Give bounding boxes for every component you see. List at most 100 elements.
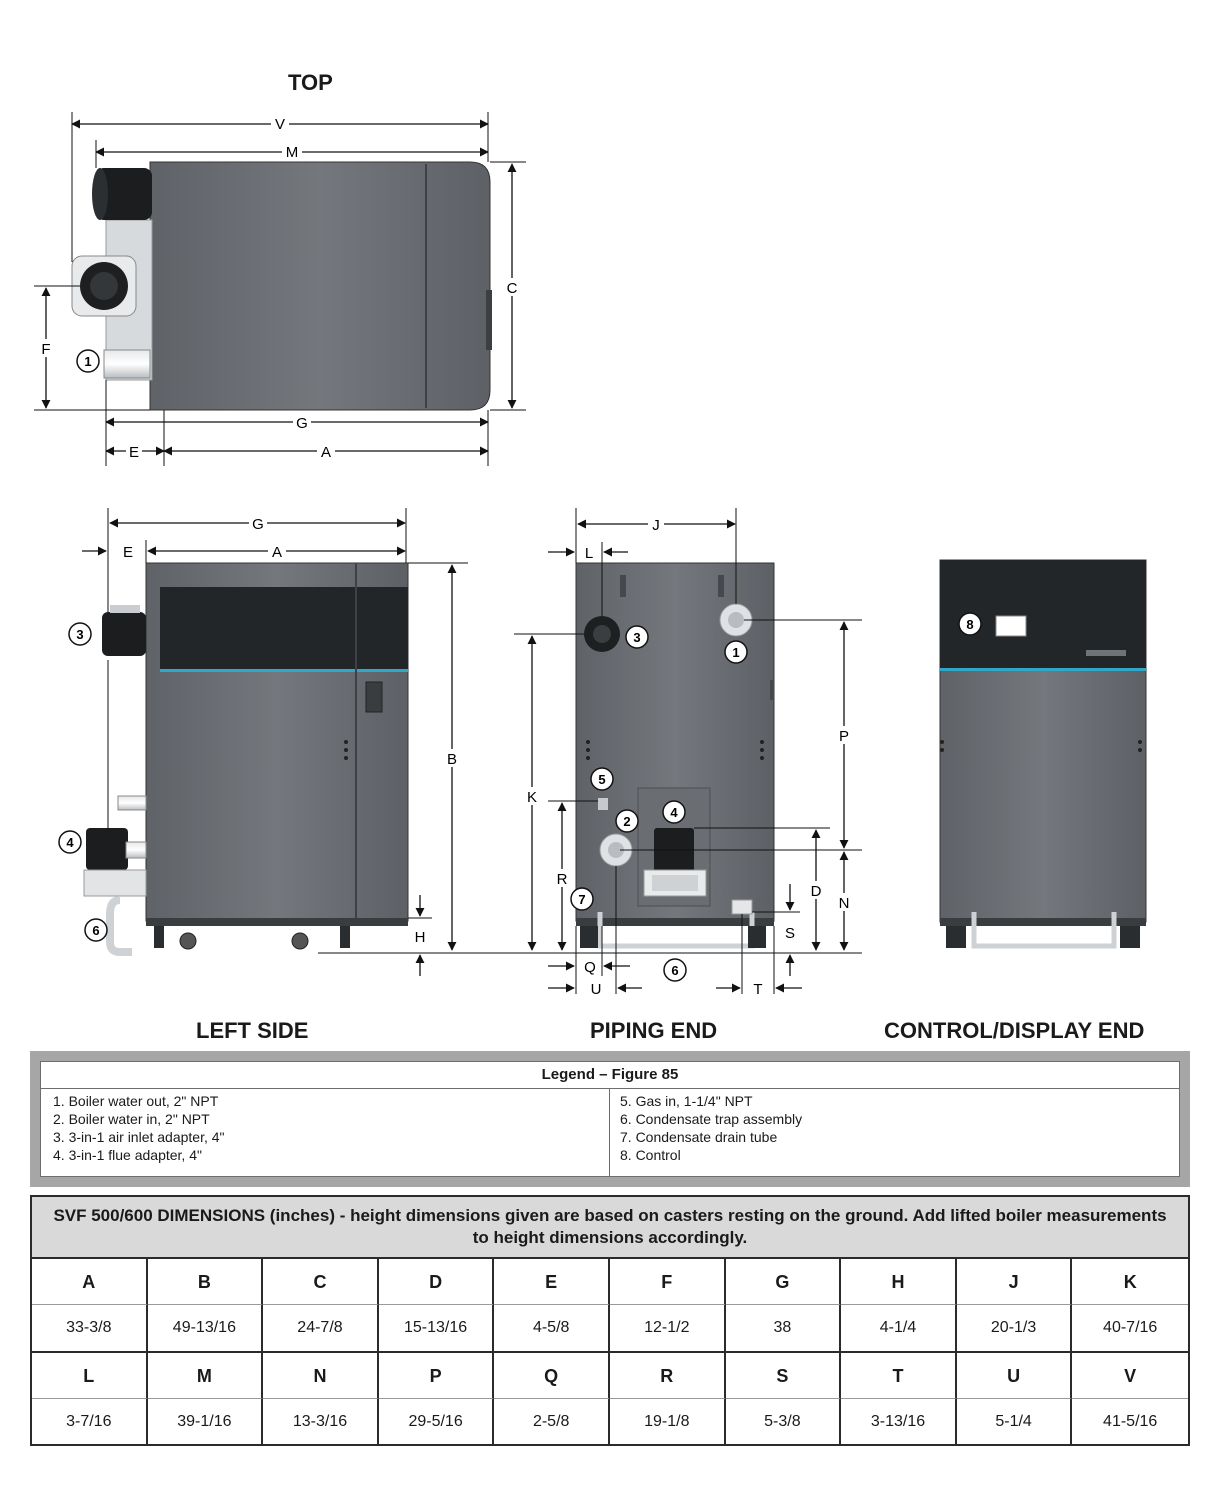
callout-6-piping xyxy=(663,958,687,982)
dim-label-a-left: A xyxy=(272,544,282,561)
legend-title: Legend – Figure 85 xyxy=(41,1062,1179,1089)
dim-value-cell: 24-7/8 xyxy=(263,1305,379,1351)
dim-value-cell: 29-5/16 xyxy=(379,1399,495,1445)
dim-label-f: F xyxy=(41,341,50,358)
dim-header-cell: B xyxy=(147,1259,264,1305)
dim-label-g-top: G xyxy=(296,415,308,432)
dimensions-table-title: SVF 500/600 DIMENSIONS (inches) - height… xyxy=(32,1197,1188,1259)
dim-header-cell: T xyxy=(841,1353,957,1399)
dim-header-cell: H xyxy=(841,1259,957,1305)
dimensions-table: SVF 500/600 DIMENSIONS (inches) - height… xyxy=(30,1195,1190,1446)
dim-value-cell: 4-5/8 xyxy=(494,1305,610,1351)
dim-label-n: N xyxy=(839,895,850,912)
dim-label-c: C xyxy=(507,280,518,297)
dim-header-cell: Q xyxy=(494,1353,610,1399)
legend-frame: Legend – Figure 85 1. Boiler water out, … xyxy=(30,1051,1190,1187)
dim-header-cell: J xyxy=(956,1259,1073,1305)
dim-value-cell: 38 xyxy=(726,1305,842,1351)
dim-label-g-left: G xyxy=(252,516,264,533)
dim-header-cell: F xyxy=(610,1259,726,1305)
dim-value-cell: 4-1/4 xyxy=(841,1305,957,1351)
callout-2-piping xyxy=(615,809,639,833)
callout-3-left xyxy=(68,622,92,646)
callout-4-left xyxy=(58,830,82,854)
dim-header-cell: S xyxy=(725,1353,842,1399)
dim-header-cell: K xyxy=(1072,1259,1188,1305)
dim-label-h: H xyxy=(415,929,426,946)
legend-item: 8. Control xyxy=(620,1147,681,1163)
dim-header-cell: U xyxy=(956,1353,1073,1399)
table-row-divider xyxy=(32,1351,1188,1353)
svg-text:4: 4 xyxy=(670,805,678,820)
dim-label-l: L xyxy=(585,545,593,562)
dim-header-cell: N xyxy=(263,1353,379,1399)
svg-text:1: 1 xyxy=(84,354,91,369)
callout-1-piping xyxy=(724,640,748,664)
svg-text:6: 6 xyxy=(671,963,678,978)
dim-label-v-top: V xyxy=(275,116,285,133)
dim-label-e-left: E xyxy=(123,544,133,561)
legend-item: 7. Condensate drain tube xyxy=(620,1129,778,1145)
dim-label-u: U xyxy=(591,981,602,998)
legend-item: 3. 3-in-1 air inlet adapter, 4" xyxy=(53,1129,225,1145)
svg-text:2: 2 xyxy=(623,814,630,829)
dim-value-cell: 49-13/16 xyxy=(148,1305,264,1351)
callout-7-piping xyxy=(570,887,594,911)
legend-item: 6. Condensate trap assembly xyxy=(620,1111,803,1127)
dim-value-cell: 40-7/16 xyxy=(1103,1319,1158,1336)
svg-text:8: 8 xyxy=(966,617,973,632)
dimensions-grid: A B C D E F G H J K 33-3/8 49-13/16 24-7… xyxy=(32,1259,1188,1445)
piping-end-view: J L K R P N D S Q U xyxy=(514,508,862,998)
svg-text:5: 5 xyxy=(598,772,605,787)
dim-value-cell: 13-3/16 xyxy=(263,1399,379,1445)
svg-text:3: 3 xyxy=(633,630,640,645)
svg-text:1: 1 xyxy=(732,645,739,660)
dim-header-cell: M xyxy=(147,1353,264,1399)
dim-label-q: Q xyxy=(584,959,596,976)
view-title-top: TOP xyxy=(288,70,333,95)
dim-label-m: M xyxy=(286,144,299,161)
dim-header-cell: C xyxy=(263,1259,379,1305)
view-title-left-side: LEFT SIDE xyxy=(196,1018,309,1043)
legend-item: 4. 3-in-1 flue adapter, 4" xyxy=(53,1147,202,1163)
dim-header-cell: P xyxy=(378,1353,495,1399)
dim-value-cell: 3-13/16 xyxy=(841,1399,957,1445)
dim-header-cell: R xyxy=(610,1353,726,1399)
dim-value-cell: 19-1/8 xyxy=(610,1399,726,1445)
legend-column-left: 1. Boiler water out, 2" NPT 2. Boiler wa… xyxy=(41,1088,610,1176)
dim-header-cell: V xyxy=(1072,1353,1188,1399)
dim-label-j: J xyxy=(652,517,660,534)
callout-5-piping xyxy=(590,767,614,791)
dim-label-k: K xyxy=(527,789,537,806)
callout-3-piping xyxy=(625,625,649,649)
dim-label-d: D xyxy=(811,883,822,900)
dim-label-p: P xyxy=(839,728,849,745)
view-title-control-end: CONTROL/DISPLAY END xyxy=(884,1018,1145,1043)
dim-value-cell: 33-3/8 xyxy=(32,1305,148,1351)
dim-header-cell: D xyxy=(378,1259,495,1305)
svg-text:6: 6 xyxy=(92,923,99,938)
dim-value-cell: 5-1/4 xyxy=(957,1399,1073,1445)
dim-value-cell: 5-3/8 xyxy=(726,1399,842,1445)
svg-text:7: 7 xyxy=(578,892,585,907)
dim-value-cell: 2-5/8 xyxy=(494,1399,610,1445)
dim-header-cell: E xyxy=(494,1259,610,1305)
control-end-view: 8 xyxy=(939,559,1147,949)
view-title-piping-end: PIPING END xyxy=(590,1018,718,1043)
legend-column-right: 5. Gas in, 1-1/4" NPT 6. Condensate trap… xyxy=(610,1088,1179,1176)
legend-item: 5. Gas in, 1-1/4" NPT xyxy=(620,1093,753,1109)
dim-label-a-top: A xyxy=(321,444,331,461)
dim-value-cell: 15-13/16 xyxy=(379,1305,495,1351)
callout-8-control xyxy=(958,612,982,636)
dim-value-cell: 39-1/16 xyxy=(148,1399,264,1445)
dim-header-cell: A xyxy=(32,1259,148,1305)
dim-label-b: B xyxy=(447,751,457,768)
svg-text:4: 4 xyxy=(66,835,74,850)
legend-item: 2. Boiler water in, 2" NPT xyxy=(53,1111,210,1127)
dim-value-cell: 20-1/3 xyxy=(957,1305,1073,1351)
dim-label-t: T xyxy=(753,981,762,998)
boiler-dimension-drawing: V M C F G E A 1 xyxy=(34,112,1147,998)
callout-6-left xyxy=(84,918,108,942)
legend-box: Legend – Figure 85 1. Boiler water out, … xyxy=(40,1061,1180,1177)
dim-value-cell: 41-5/16 xyxy=(1103,1413,1158,1430)
